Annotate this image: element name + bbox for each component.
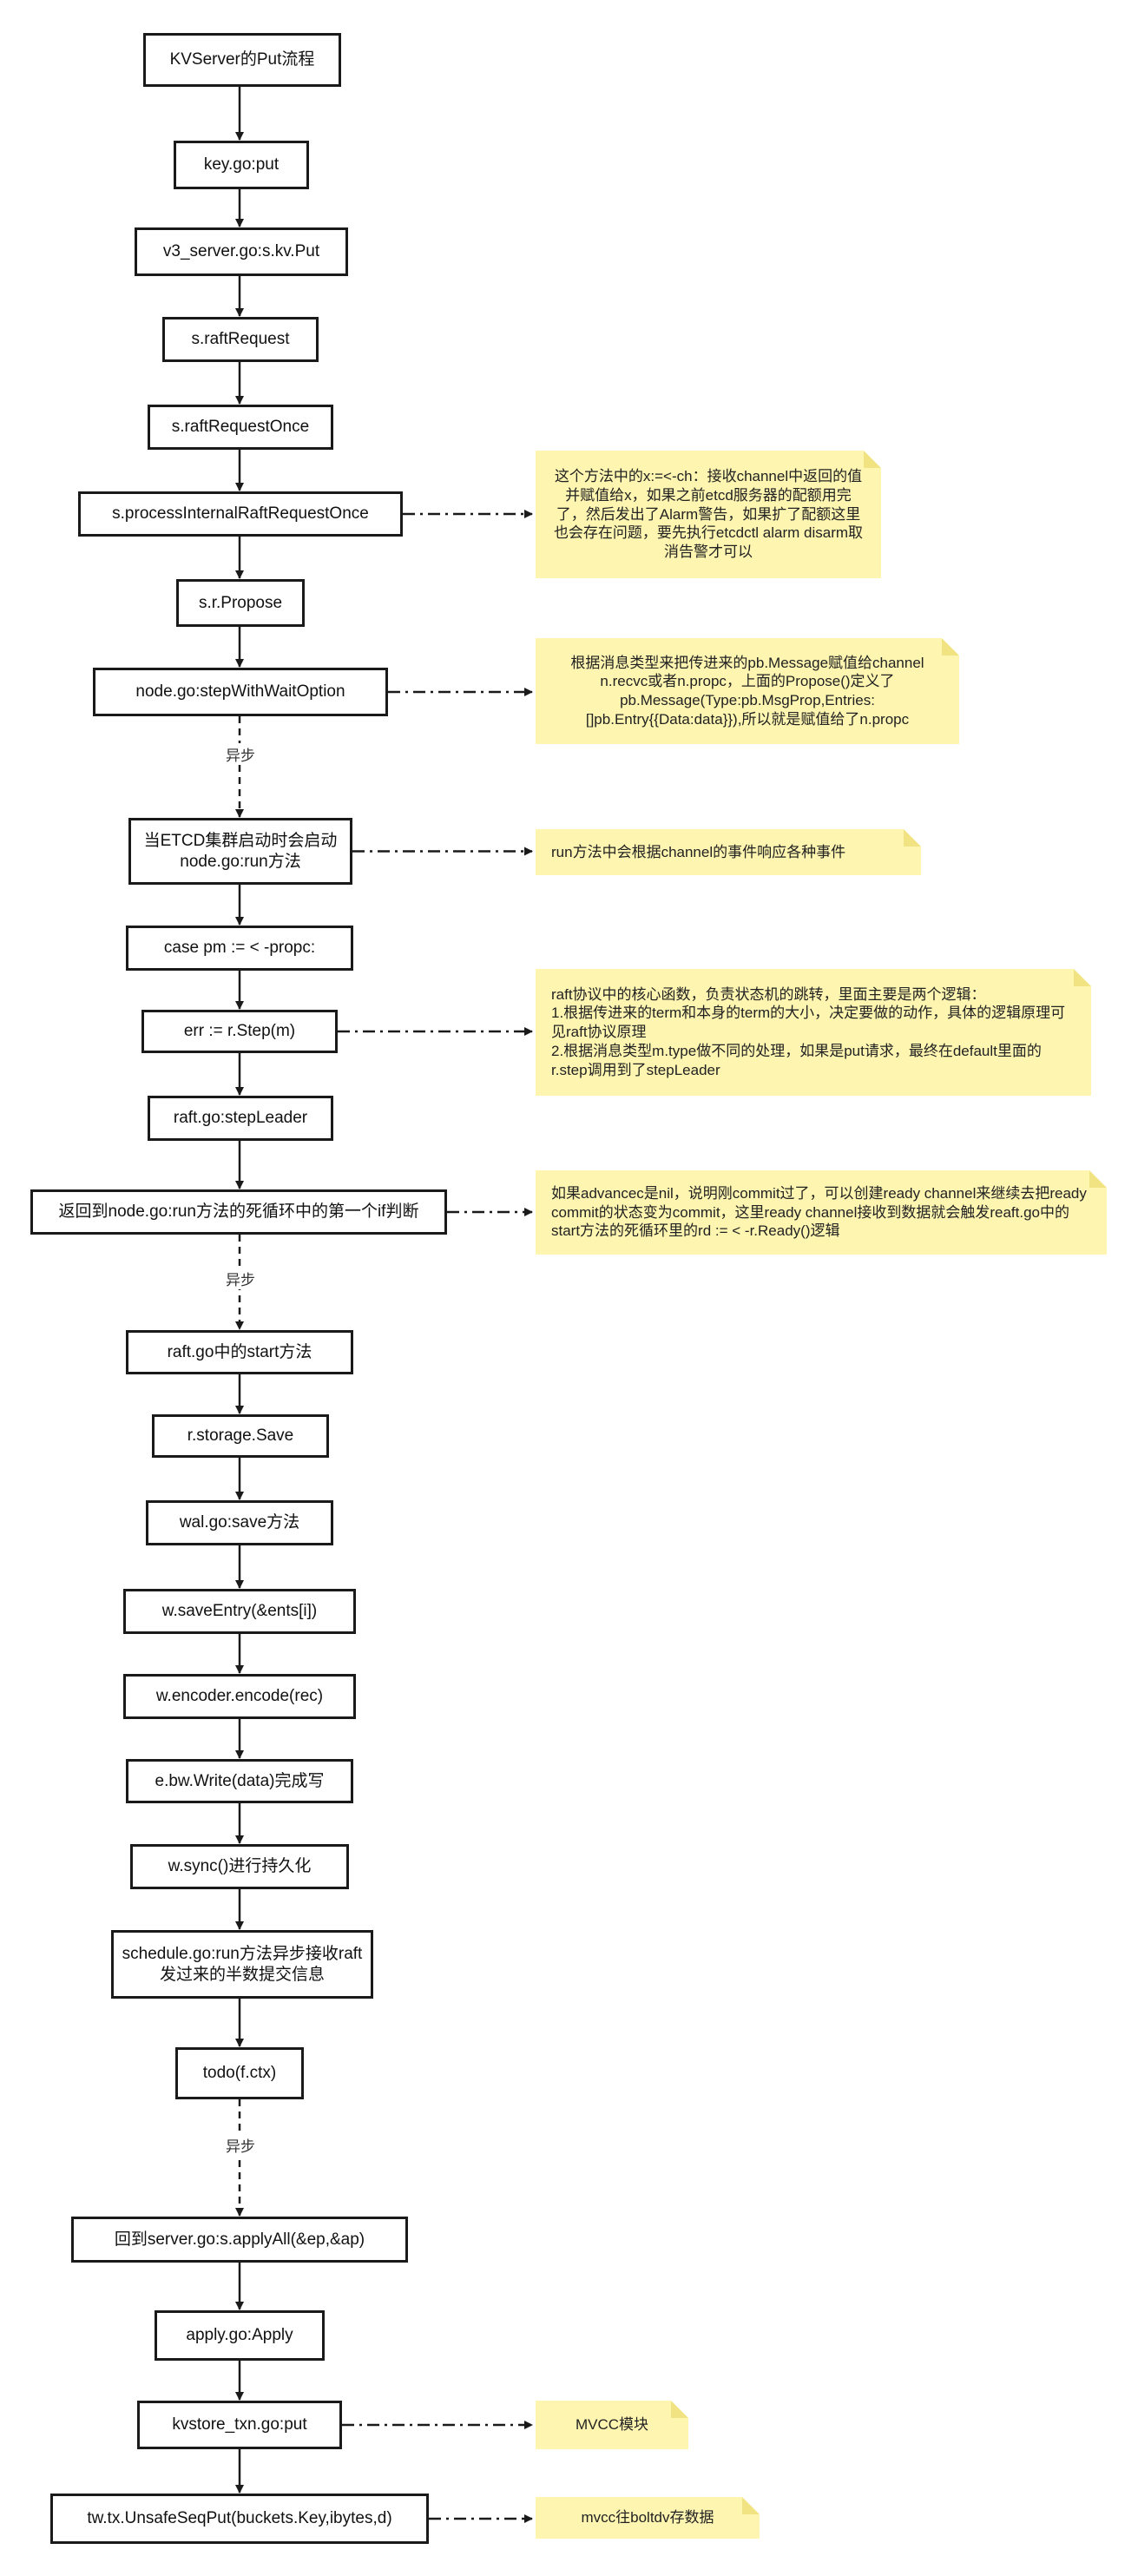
note-step-with-wait-option: 根据消息类型来把传进来的pb.Message赋值给channel n.recvc…: [536, 638, 959, 744]
flow-node-raft-request-once: s.raftRequestOnce: [148, 405, 333, 450]
flow-node-apply-all: 回到server.go:s.applyAll(&ep,&ap): [71, 2217, 408, 2263]
flow-node-w-sync: w.sync()进行持久化: [130, 1844, 349, 1889]
flow-node-kvstore-put: kvstore_txn.go:put: [137, 2401, 342, 2449]
flow-node-wal-save: wal.go:save方法: [146, 1500, 333, 1545]
flow-node-propose: s.r.Propose: [176, 579, 305, 627]
flow-node-raft-start: raft.go中的start方法: [126, 1330, 353, 1374]
flow-node-step-with-wait-option: node.go:stepWithWaitOption: [93, 668, 388, 716]
flow-node-v3-server-put: v3_server.go:s.kv.Put: [135, 227, 348, 276]
async-label-3: 异步: [223, 2134, 258, 2156]
flow-node-encoder-encode: w.encoder.encode(rec): [123, 1674, 356, 1719]
flow-node-save-entry: w.saveEntry(&ents[i]): [123, 1589, 356, 1634]
note-r-step: raft协议中的核心函数，负责状态机的跳转，里面主要是两个逻辑： 1.根据传进来…: [536, 969, 1091, 1096]
note-mvcc-boltdb: mvcc往boltdv存数据: [536, 2497, 760, 2539]
flow-node-schedule-run: schedule.go:run方法异步接收raft发过来的半数提交信息: [111, 1930, 373, 1999]
flow-node-unsafe-seq-put: tw.tx.UnsafeSeqPut(buckets.Key,ibytes,d): [50, 2494, 429, 2544]
note-back-to-node-run: 如果advancec是nil，说明刚commit过了，可以创建ready cha…: [536, 1170, 1107, 1255]
flow-node-r-step: err := r.Step(m): [141, 1010, 338, 1053]
flow-node-bw-write: e.bw.Write(data)完成写: [126, 1759, 353, 1803]
flow-node-apply: apply.go:Apply: [155, 2310, 325, 2361]
flow-node-case-propc: case pm := < -propc:: [126, 926, 353, 971]
flow-node-process-internal-raft-request: s.processInternalRaftRequestOnce: [78, 491, 403, 537]
async-label-2: 异步: [223, 1268, 258, 1289]
note-mvcc-module: MVCC模块: [536, 2401, 688, 2449]
flow-node-kvserver-put: KVServer的Put流程: [143, 33, 341, 87]
note-node-run: run方法中会根据channel的事件响应各种事件: [536, 829, 921, 875]
flow-node-node-run: 当ETCD集群启动时会启动node.go:run方法: [128, 818, 352, 885]
flow-node-raft-request: s.raftRequest: [162, 317, 319, 362]
flow-node-todo: todo(f.ctx): [175, 2047, 304, 2099]
flow-node-key-put: key.go:put: [174, 141, 309, 189]
note-process-internal-raft-request: 这个方法中的x:=<-ch：接收channel中返回的值并赋值给x，如果之前et…: [536, 451, 881, 578]
async-label-1: 异步: [223, 743, 258, 765]
flow-node-back-to-node-run: 返回到node.go:run方法的死循环中的第一个if判断: [30, 1189, 447, 1235]
flow-node-step-leader: raft.go:stepLeader: [148, 1096, 333, 1141]
flow-node-storage-save: r.storage.Save: [152, 1414, 329, 1458]
